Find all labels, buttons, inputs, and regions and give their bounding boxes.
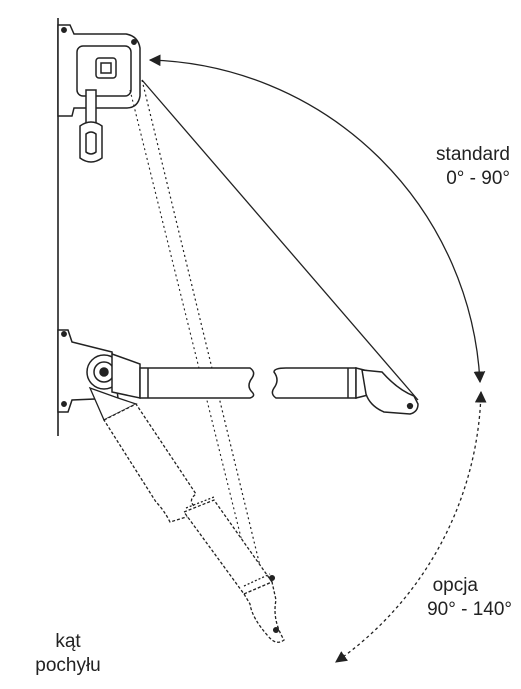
- option-range-arc: [335, 390, 487, 663]
- option-label-range: 90° - 140°: [427, 599, 512, 620]
- tilted-arm: [88, 386, 285, 643]
- standard-angle-line: [141, 79, 419, 401]
- standard-label-title: standard: [436, 144, 510, 165]
- top-mount-bracket: [57, 24, 141, 163]
- horizontal-arm: [111, 352, 419, 415]
- option-label-title: opcja: [432, 575, 478, 596]
- tilt-label-line1: kąt: [55, 631, 81, 652]
- tilt-dotted-line-a: [141, 79, 277, 633]
- tilt-label-line2: pochyłu: [35, 655, 101, 676]
- standard-label-range: 0° - 90°: [446, 168, 510, 189]
- standard-range-arc: [148, 54, 486, 384]
